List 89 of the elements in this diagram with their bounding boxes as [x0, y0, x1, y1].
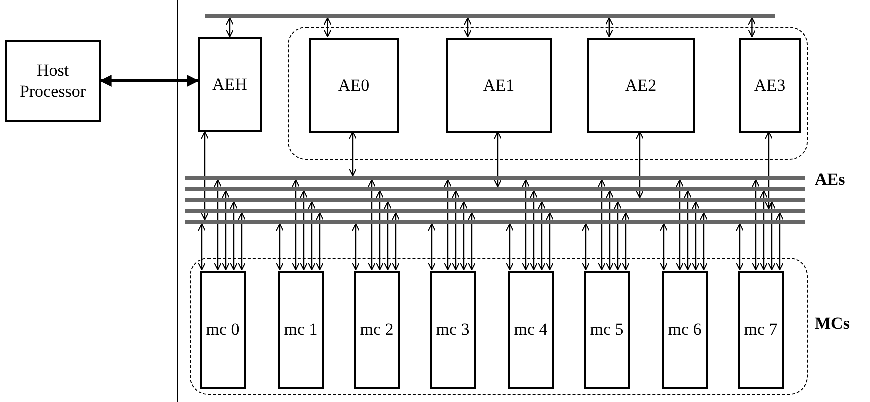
group-outline [288, 27, 808, 160]
arrow [764, 131, 774, 210]
arrow [348, 131, 358, 177]
box-label: AE3 [754, 74, 786, 96]
process-box [739, 38, 801, 133]
box-label: AEH [212, 74, 248, 96]
process-box [5, 40, 101, 122]
box-label: mc 5 [590, 319, 624, 341]
process-box [508, 271, 554, 389]
arrow [300, 190, 308, 271]
bus-bar [185, 187, 805, 191]
group-outline [190, 258, 808, 395]
arrow [768, 201, 776, 271]
arrow [506, 223, 514, 271]
process-box [198, 37, 262, 132]
box-label: Host Processor [18, 60, 88, 102]
arrow [660, 223, 668, 271]
arrow [684, 190, 692, 271]
arrow [614, 201, 622, 271]
process-box [662, 271, 708, 389]
arrow [384, 201, 392, 271]
arrow [692, 201, 700, 271]
arrow [292, 179, 300, 271]
arrow [276, 223, 284, 271]
arrow [230, 201, 238, 271]
arrow [238, 212, 246, 271]
arrow [636, 131, 644, 199]
arrow [494, 131, 502, 188]
bus-bar [205, 14, 775, 18]
box-label: AE0 [338, 74, 370, 96]
arrow [748, 17, 756, 38]
arrow [622, 212, 630, 271]
arrow [368, 179, 376, 271]
arrow [428, 223, 436, 271]
arrow [308, 201, 316, 271]
arrow [776, 212, 784, 271]
arrow [464, 17, 472, 38]
arrow [606, 190, 614, 271]
process-box [309, 38, 399, 133]
process-box [354, 271, 400, 389]
box-label: mc 1 [284, 319, 318, 341]
arrow [460, 201, 468, 271]
arrow [198, 223, 206, 271]
arrow [452, 190, 460, 271]
box-label: AE1 [483, 74, 515, 96]
box-label: mc 3 [436, 319, 470, 341]
arrow [546, 212, 554, 271]
arrow [598, 179, 606, 271]
box-label: mc 0 [206, 319, 240, 341]
box-label: mc 6 [668, 319, 702, 341]
arrow [468, 212, 476, 271]
bus-bar [185, 176, 805, 180]
arrow [605, 17, 614, 38]
process-box [446, 38, 552, 133]
arrow [214, 179, 222, 271]
arrow [538, 201, 546, 271]
process-box [278, 271, 324, 389]
group-label: AEs [815, 170, 846, 190]
arrow [200, 131, 210, 221]
bus-bar [185, 209, 805, 213]
box-label: mc 4 [514, 319, 548, 341]
box-label: mc 7 [744, 319, 778, 341]
process-box [587, 38, 695, 133]
arrow [316, 212, 324, 271]
bus-bar [185, 220, 805, 224]
arrow [582, 223, 590, 271]
process-box [584, 271, 630, 389]
arrow [226, 17, 234, 38]
group-label: MCs [815, 314, 850, 334]
arrow [700, 212, 708, 271]
arrow [222, 190, 230, 271]
arrow [376, 190, 384, 271]
arrow [676, 179, 684, 271]
box-label: AE2 [625, 74, 657, 96]
bus-bar [185, 198, 805, 202]
arrow [736, 223, 744, 271]
arrow [522, 179, 530, 271]
arrow [752, 179, 760, 271]
process-box [200, 271, 246, 389]
arrow [352, 223, 360, 271]
arrow [324, 17, 332, 38]
arrow [530, 190, 538, 271]
arrow [100, 75, 200, 87]
process-box [738, 271, 784, 389]
process-box [430, 271, 476, 389]
arrow [444, 179, 452, 271]
arrow [760, 190, 768, 271]
arrow [392, 212, 400, 271]
box-label: mc 2 [360, 319, 394, 341]
